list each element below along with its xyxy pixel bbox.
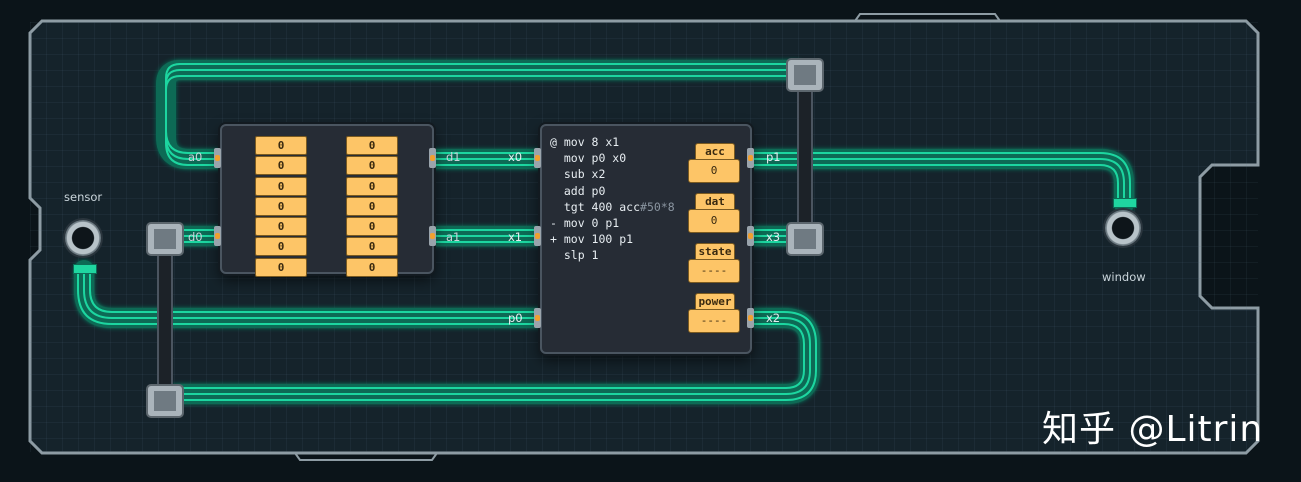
sensor-connector-icon — [73, 264, 97, 274]
ram-cell[interactable]: 0 — [346, 257, 398, 277]
code-line[interactable]: add p0 — [550, 183, 606, 198]
sensor-label: sensor — [64, 190, 103, 204]
ram-cell[interactable]: 0 — [346, 176, 398, 196]
code-line[interactable]: sub x2 — [550, 167, 606, 182]
mc-pin-p0[interactable] — [534, 308, 541, 328]
ram-cell[interactable]: 0 — [346, 237, 398, 257]
mc-pin-label: p1 — [766, 150, 781, 164]
wire-sensor-p0[interactable] — [74, 260, 550, 328]
mc-pin-label: p0 — [508, 311, 523, 325]
wire-a1-x1[interactable] — [422, 226, 550, 246]
register-state: state ---- — [688, 243, 740, 283]
bridge-right[interactable] — [786, 58, 824, 256]
window-port[interactable] — [1098, 196, 1148, 258]
code-editor[interactable]: @ mov 8 x1 mov p0 x0 sub x2 add p0 tgt 4… — [550, 134, 675, 264]
mc-pin-label: x3 — [766, 230, 781, 244]
code-line[interactable]: @ mov 8 x1 — [550, 135, 620, 149]
watermark-text: 知乎 @Litrin — [1042, 409, 1264, 450]
code-line[interactable]: slp 1 — [550, 248, 599, 263]
ram-pin-label: a0 — [188, 150, 203, 164]
ram-pin-label: d1 — [446, 150, 461, 164]
ram-cell[interactable]: 0 — [346, 217, 398, 237]
register-label: state — [695, 243, 735, 259]
register-label: acc — [695, 143, 735, 159]
ram-cell[interactable]: 0 — [255, 257, 307, 277]
register-power: power ---- — [688, 293, 740, 333]
sensor-port[interactable] — [58, 218, 108, 278]
microcontroller-chip[interactable]: @ mov 8 x1 mov p0 x0 sub x2 add p0 tgt 4… — [540, 124, 752, 354]
code-line[interactable]: mov p0 x0 — [550, 151, 627, 166]
ram-chip[interactable]: 0 0 0 0 0 0 0 0 0 0 0 0 0 0 — [220, 124, 434, 277]
wire-loop-top[interactable] — [156, 60, 806, 169]
wire-p1-window[interactable] — [740, 149, 1134, 214]
ram-pin-d0[interactable] — [214, 226, 221, 246]
ram-column-b: 0 0 0 0 0 0 0 — [346, 136, 398, 278]
ram-cell[interactable]: 0 — [255, 136, 307, 155]
ram-cell[interactable]: 0 — [346, 136, 398, 155]
mc-pin-p1[interactable] — [747, 148, 754, 168]
ram-cell[interactable]: 0 — [255, 196, 307, 216]
register-value: ---- — [688, 309, 740, 333]
ram-pin-label: d0 — [188, 230, 203, 244]
code-line[interactable]: + mov 100 p1 — [550, 232, 634, 247]
register-label: dat — [695, 193, 735, 209]
ram-cell[interactable]: 0 — [255, 176, 307, 196]
register-value: 0 — [688, 209, 740, 233]
ram-column-a: 0 0 0 0 0 0 0 — [255, 136, 307, 278]
wire-d1-x0[interactable] — [422, 149, 550, 169]
register-dat: dat 0 — [688, 193, 740, 233]
ram-cell[interactable]: 0 — [255, 217, 307, 237]
mc-pin-x0[interactable] — [534, 148, 541, 168]
ram-cell[interactable]: 0 — [255, 237, 307, 257]
mc-pin-label: x0 — [508, 150, 523, 164]
mc-pin-x1[interactable] — [534, 226, 541, 246]
code-line[interactable]: - mov 0 p1 — [550, 216, 620, 231]
ram-pin-a1[interactable] — [429, 226, 436, 246]
window-label: window — [1102, 270, 1146, 284]
port-ring-icon — [65, 220, 101, 256]
register-acc: acc 0 — [688, 143, 740, 183]
register-value: 0 — [688, 159, 740, 183]
ram-cell[interactable]: 0 — [255, 156, 307, 176]
ram-pin-a0[interactable] — [214, 148, 221, 168]
ram-pin-d1[interactable] — [429, 148, 436, 168]
wire-x2-loop[interactable] — [166, 308, 820, 404]
bridge-left[interactable] — [146, 222, 184, 418]
register-label: power — [695, 293, 735, 309]
mc-pin-x3[interactable] — [747, 226, 754, 246]
ram-pin-label: a1 — [446, 230, 461, 244]
code-line[interactable]: tgt 400 acc#50*8 — [550, 199, 675, 214]
register-value: ---- — [688, 259, 740, 283]
window-connector-icon — [1113, 198, 1137, 208]
mc-pin-x2[interactable] — [747, 308, 754, 328]
mc-pin-label: x2 — [766, 311, 781, 325]
mc-pin-label: x1 — [508, 230, 523, 244]
port-ring-icon — [1105, 210, 1141, 246]
ram-cell[interactable]: 0 — [346, 156, 398, 176]
ram-cell[interactable]: 0 — [346, 196, 398, 216]
